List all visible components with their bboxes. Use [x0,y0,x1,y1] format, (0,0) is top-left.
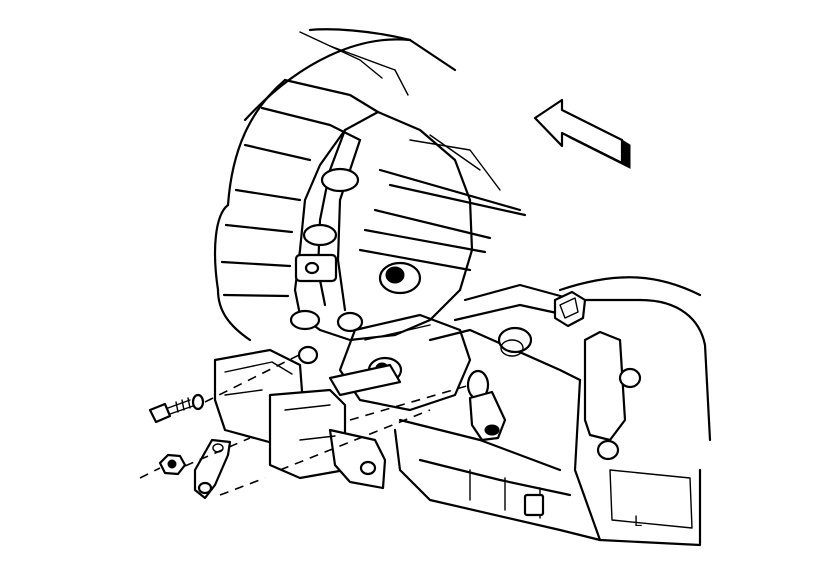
corner-mark-label: L [634,514,642,530]
housing-fins [358,134,527,272]
assembly-lines [139,351,471,496]
range-switch-assembly [213,313,507,490]
transmission-case: L [393,276,712,547]
bell-housing [213,28,474,342]
bolt-head-icon [148,402,172,424]
forward-arrow-icon [533,98,631,169]
washer-icon [191,393,205,411]
fasteners [148,393,232,500]
